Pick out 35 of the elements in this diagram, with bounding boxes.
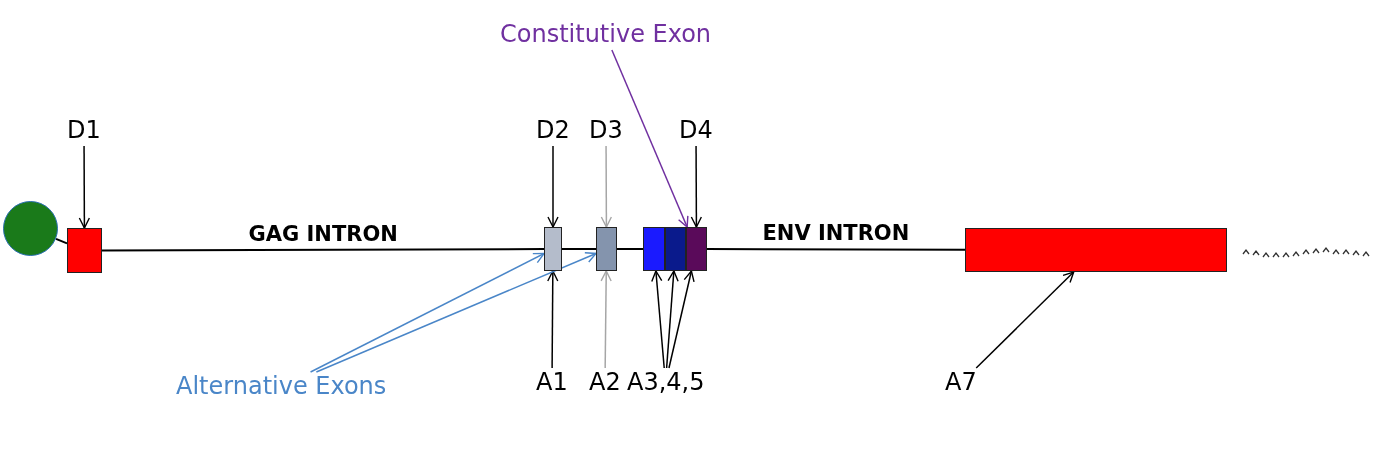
intron-line <box>706 248 966 251</box>
arrow <box>547 270 559 369</box>
site-label: A7 <box>945 368 977 398</box>
exon-box <box>643 227 665 271</box>
exon-box <box>596 227 617 271</box>
callout-text: Alternative Exons <box>176 372 387 402</box>
intron-line <box>616 248 644 250</box>
arrow <box>651 270 665 369</box>
callout-text: Constitutive Exon <box>500 20 712 50</box>
intron-line <box>54 237 68 245</box>
arrow <box>309 252 545 373</box>
arrow <box>315 252 597 373</box>
arrow <box>611 49 689 228</box>
exon-box <box>67 228 102 273</box>
site-label: A2 <box>589 368 621 398</box>
arrow <box>668 270 695 369</box>
arrow <box>78 145 91 229</box>
arrow <box>975 271 1075 369</box>
site-label: D2 <box>536 116 570 146</box>
arrow <box>665 270 679 369</box>
exon-box <box>965 228 1227 272</box>
exon-box <box>686 227 707 271</box>
arrow <box>600 145 613 228</box>
site-label: A3,4,5 <box>627 368 705 398</box>
site-label: D4 <box>679 116 713 146</box>
arrow <box>690 145 703 228</box>
site-label: A1 <box>536 368 568 398</box>
intron-line <box>561 248 597 250</box>
exon-box <box>665 227 686 271</box>
arrow <box>547 145 559 228</box>
exon-box <box>544 227 562 271</box>
site-label: D1 <box>67 116 101 146</box>
intron-line <box>101 248 545 252</box>
arrow <box>600 270 612 369</box>
site-label: D3 <box>589 116 623 146</box>
